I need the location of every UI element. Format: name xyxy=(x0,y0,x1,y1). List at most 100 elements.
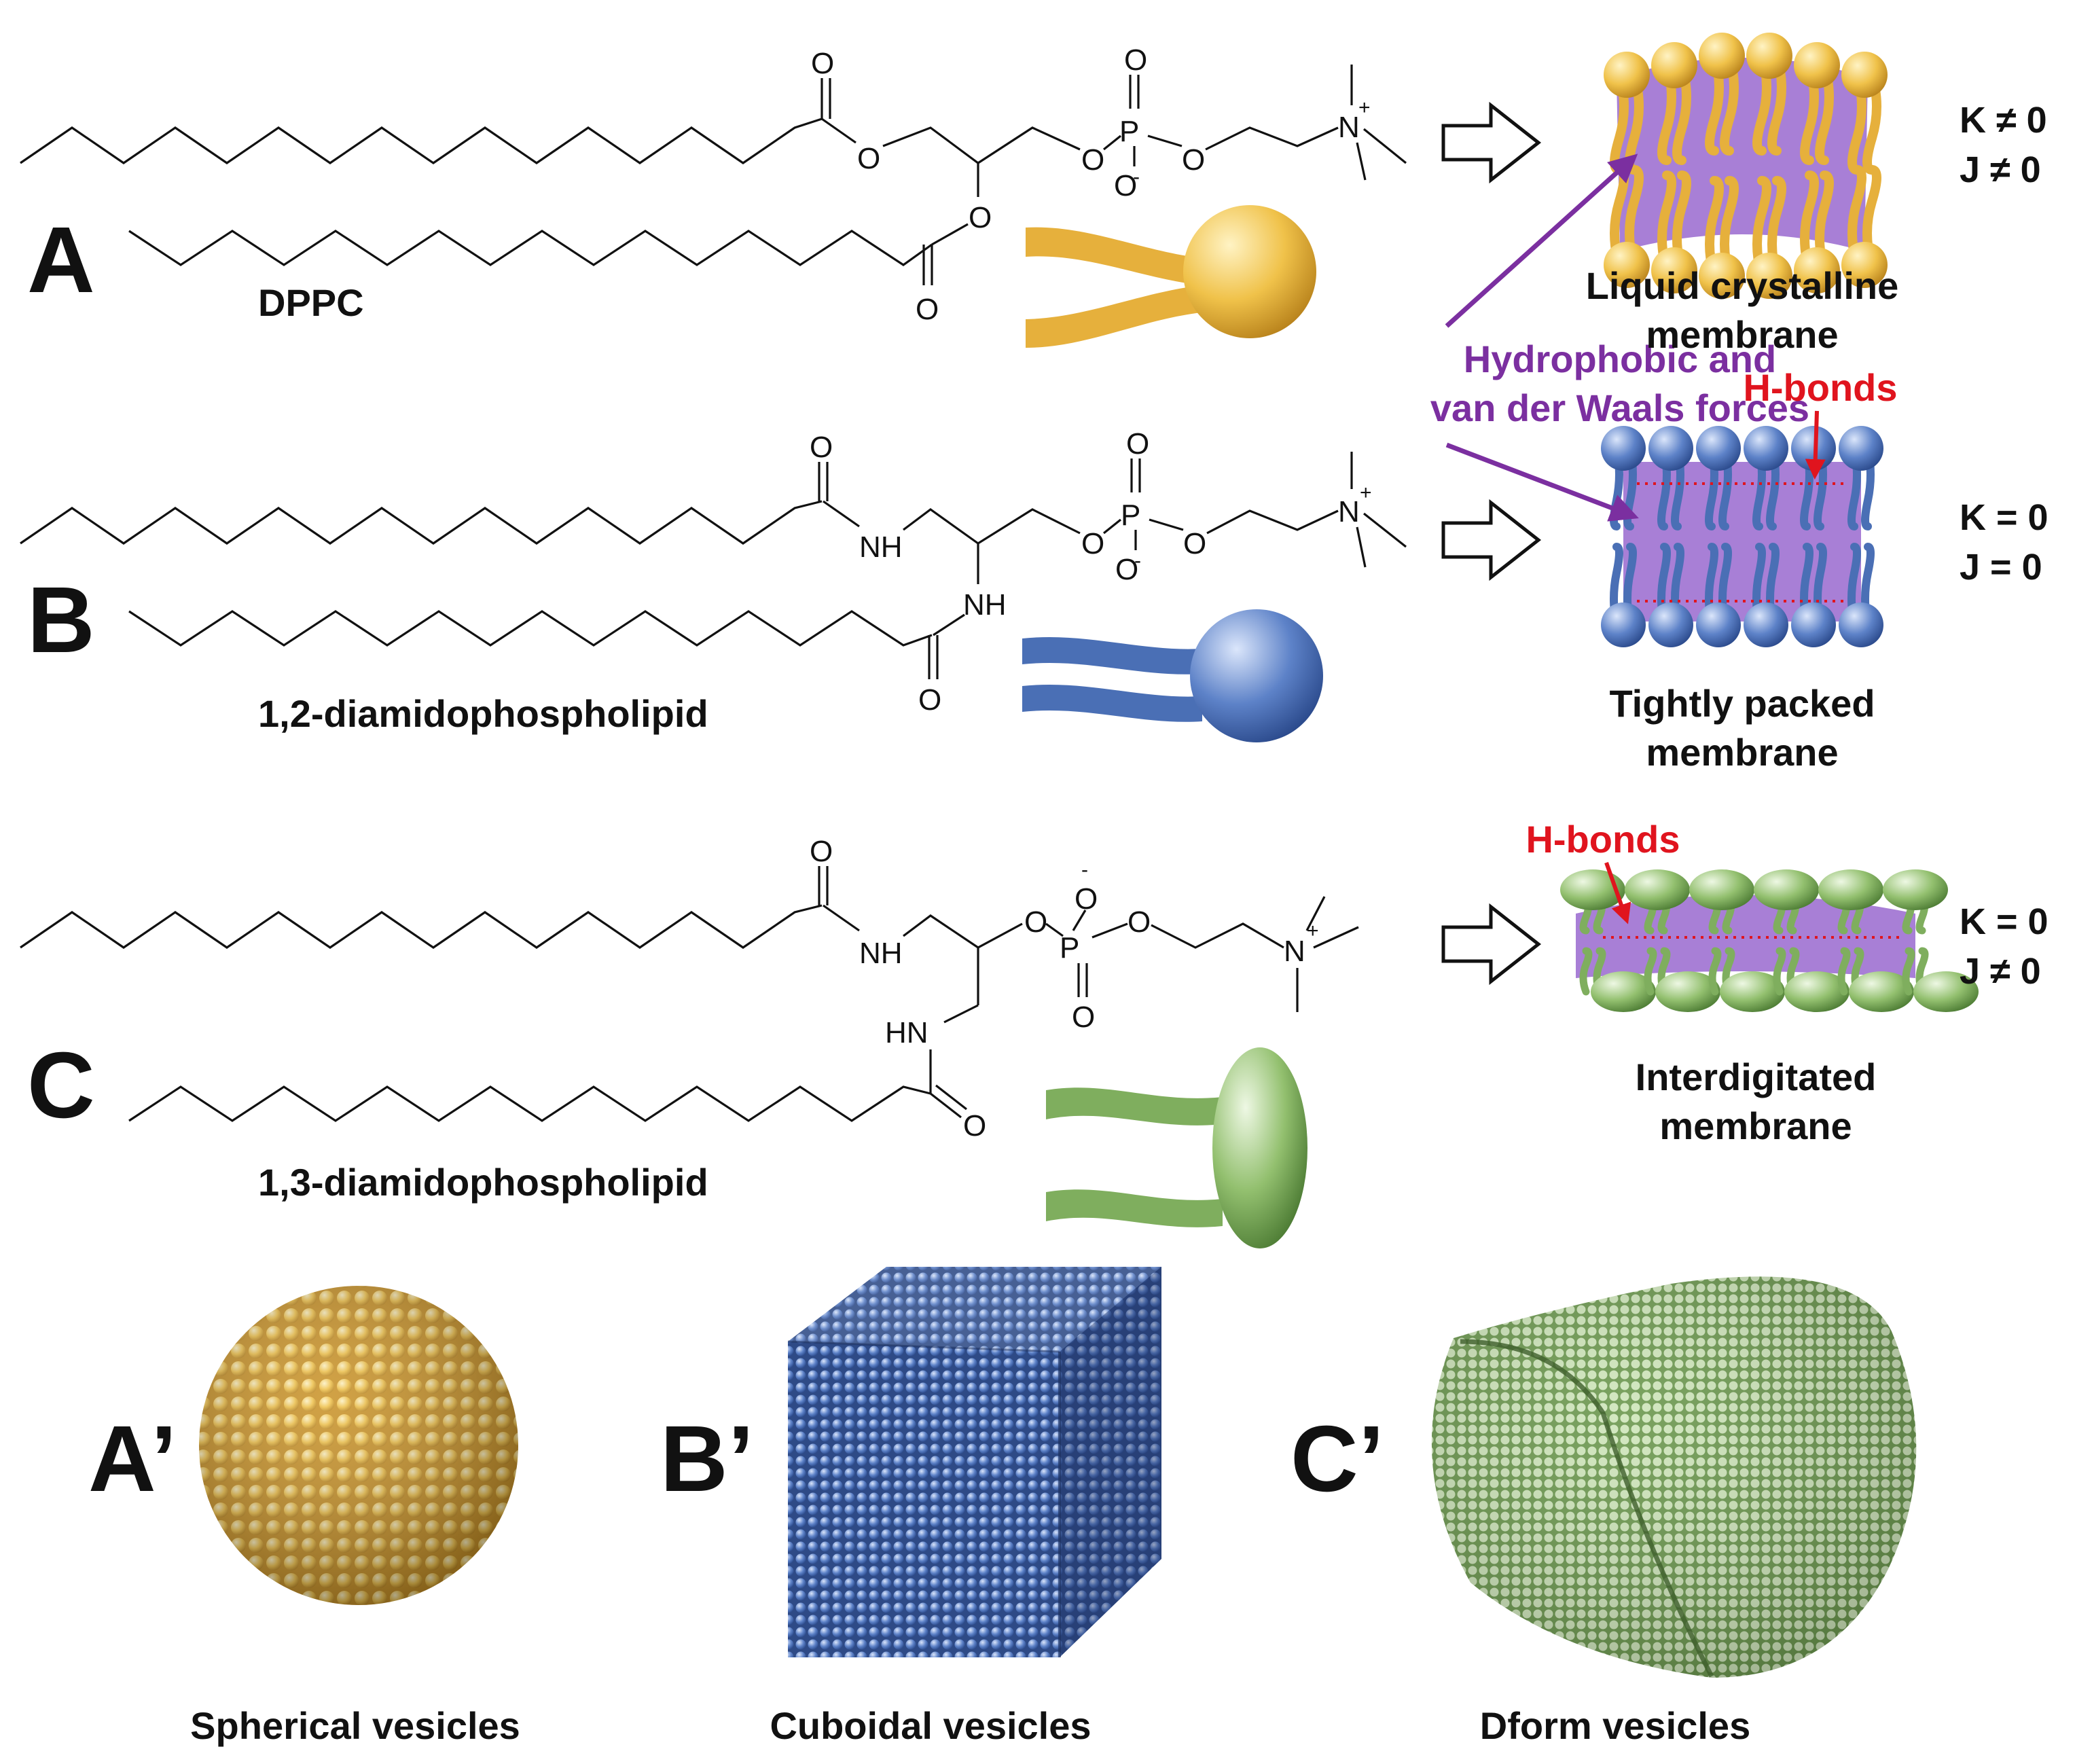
atom-o: O xyxy=(1024,905,1047,939)
lipid-head xyxy=(1794,247,1840,293)
membrane-label-a-line2: membrane xyxy=(1646,313,1838,356)
panel-letter-c: C xyxy=(27,1033,95,1138)
atom-o: O xyxy=(1081,527,1104,560)
hollow-arrow-a xyxy=(1441,101,1542,184)
lipid-head xyxy=(1648,602,1693,647)
atom-p: P xyxy=(1121,499,1140,532)
condition-b-j: J = 0 xyxy=(1960,547,2042,588)
atom-nh: NH xyxy=(859,530,903,564)
charge-plus: + xyxy=(1307,920,1319,942)
atom-o: O xyxy=(918,683,941,717)
lipid-head xyxy=(1699,253,1745,299)
lipid-head xyxy=(1841,52,1888,98)
membrane-tightly-packed xyxy=(1601,426,1883,647)
vesicle-cuboidal xyxy=(787,1267,1161,1657)
lipid-head xyxy=(1744,602,1788,647)
hollow-arrow-c xyxy=(1441,903,1542,986)
lipid-head xyxy=(1696,602,1741,647)
atom-o: O xyxy=(1182,143,1205,177)
lipid-head xyxy=(1883,869,1948,910)
lipid-tail xyxy=(1902,947,1915,996)
forces-label-line1: Hydrophobic and xyxy=(1464,338,1776,380)
atom-nh: NH xyxy=(963,588,1007,622)
lipid-tail xyxy=(1773,947,1786,996)
membrane-label-c-line2: membrane xyxy=(1659,1104,1852,1147)
lipid-head xyxy=(1699,33,1745,79)
vesicle-letter-a: A’ xyxy=(88,1407,177,1511)
lipid-head xyxy=(1794,42,1840,88)
membrane-interdigitated xyxy=(1560,869,1979,1012)
membrane-label-c-line1: Interdigitated xyxy=(1636,1056,1877,1098)
lipid-head xyxy=(1913,971,1979,1012)
lipid-tail xyxy=(1708,947,1722,996)
reaction-arrows xyxy=(1441,101,1542,986)
lipid-head xyxy=(1784,971,1850,1012)
vesicle-label-b: Cuboidal vesicles xyxy=(770,1704,1091,1747)
atom-o: O xyxy=(1124,43,1147,77)
lipid-head xyxy=(1818,869,1883,910)
lipid-head xyxy=(1696,426,1741,471)
lipid-cartoon-b xyxy=(1022,609,1323,742)
lipid-head xyxy=(1601,426,1646,471)
atom-n: N xyxy=(1338,111,1360,144)
lipid-head xyxy=(1791,602,1836,647)
atom-o: O xyxy=(811,47,834,80)
lipid-name-a: DPPC xyxy=(258,281,364,324)
membrane-label-b-line1: Tightly packed xyxy=(1609,682,1875,725)
acyl-chain-1 xyxy=(20,904,823,949)
atom-p: P xyxy=(1060,931,1079,965)
charge-minus: - xyxy=(1134,550,1141,572)
hbonds-label-c: H-bonds xyxy=(1526,818,1680,861)
atom-o: O xyxy=(963,1109,986,1142)
lipid-head xyxy=(1689,869,1754,910)
lipid-head xyxy=(1625,869,1690,910)
lipid-head xyxy=(1560,869,1625,910)
atom-o: O xyxy=(1127,905,1151,939)
hbonds-arrow-c xyxy=(1604,862,1631,924)
vesicle-dform xyxy=(1431,1276,1917,1678)
condition-c-k: K = 0 xyxy=(1960,901,2049,942)
acyl-chain-2 xyxy=(128,230,933,266)
hbonds-arrow-b xyxy=(1805,410,1826,480)
atom-o: O xyxy=(1126,427,1149,461)
atom-o: O xyxy=(1072,1001,1095,1034)
acyl-chain-1 xyxy=(20,500,823,545)
lipid-head xyxy=(1839,426,1883,471)
membrane-liquid-crystalline xyxy=(1604,33,1888,299)
condition-a-k: K ≠ 0 xyxy=(1960,100,2047,141)
panel-letter-b: B xyxy=(27,568,95,672)
lipid-tail xyxy=(1579,947,1593,996)
lipid-head xyxy=(1601,602,1646,647)
acyl-chain-2 xyxy=(128,610,933,647)
lipid-head xyxy=(1648,426,1693,471)
lipid-head xyxy=(1655,971,1720,1012)
lipid-name-c: 1,3-diamidophospholipid xyxy=(258,1161,708,1204)
atom-n: N xyxy=(1338,495,1360,528)
atom-o: O xyxy=(1075,882,1098,916)
lipid-cartoon-a xyxy=(1026,205,1316,348)
panel-b: B O NH NH O P O O - O N + O 1,2-diamidop… xyxy=(20,427,1407,742)
charge-minus: - xyxy=(1133,166,1140,188)
panel-c: C O NH HN O P O - O O N + O 1,3-diamidop… xyxy=(20,835,1359,1248)
lipid-head xyxy=(1651,42,1697,88)
lipid-head xyxy=(1604,52,1650,98)
lipid-cartoon-c xyxy=(1046,1047,1307,1248)
charge-minus: - xyxy=(1081,859,1088,881)
panel-letter-a: A xyxy=(27,208,95,312)
lipid-head xyxy=(1746,33,1792,79)
lipid-head xyxy=(1754,869,1819,910)
lipid-name-b: 1,2-diamidophospholipid xyxy=(258,692,708,735)
atom-n: N xyxy=(1284,935,1305,968)
lipid-tail xyxy=(1644,947,1657,996)
atom-o: O xyxy=(969,201,992,234)
atom-o: O xyxy=(1081,143,1104,177)
membrane-label-a-line1: Liquid crystalline xyxy=(1586,264,1899,307)
hollow-arrow-b xyxy=(1441,499,1542,581)
hbonds-label-b: H-bonds xyxy=(1743,366,1897,409)
lipid-head xyxy=(1839,602,1883,647)
vesicle-spherical xyxy=(199,1286,518,1605)
lipid-head xyxy=(1720,971,1785,1012)
lipid-head xyxy=(1744,426,1788,471)
atom-o: O xyxy=(810,431,833,464)
